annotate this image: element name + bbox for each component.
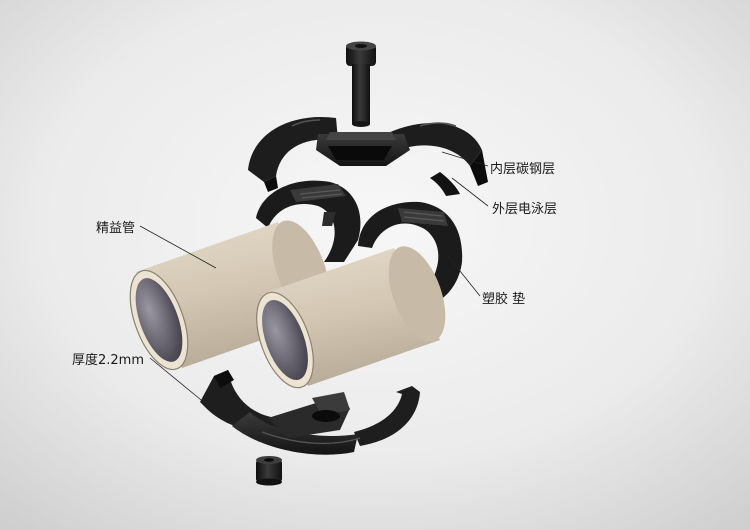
- nut: [256, 456, 282, 486]
- tube-right: [256, 246, 446, 389]
- lower-clamp: [200, 370, 420, 455]
- label-plastic-pad: 塑胶 垫: [482, 292, 526, 307]
- label-precision-tube: 精益管: [96, 221, 136, 236]
- bolt: [346, 41, 376, 127]
- leader-plastic-pad: [447, 255, 481, 297]
- label-inner-layer: 内层碳钢层: [490, 162, 556, 177]
- leader-thickness: [149, 357, 207, 405]
- rear-pad-left: [256, 180, 361, 262]
- leader-precision-tube: [139, 225, 217, 269]
- rear-pad-right: [358, 201, 463, 300]
- leader-outer-layer: [451, 177, 489, 207]
- label-thickness: 厚度2.2mm: [72, 353, 145, 368]
- label-outer-layer: 外层电泳层: [492, 202, 558, 217]
- upper-clamp: [248, 116, 488, 196]
- leader-lines: [139, 151, 489, 405]
- leader-inner-layer: [441, 151, 489, 167]
